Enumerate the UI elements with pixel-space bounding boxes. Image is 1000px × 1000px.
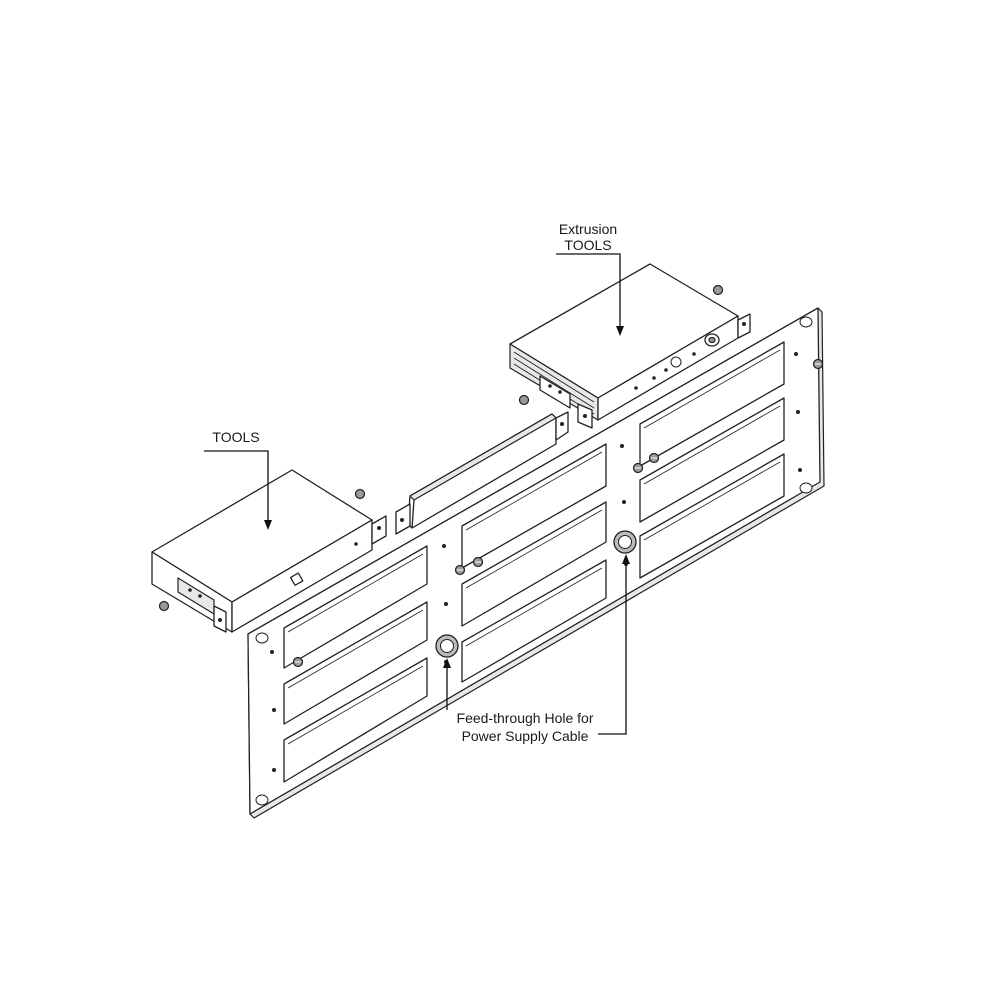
extrusion-tools-unit bbox=[509, 263, 751, 429]
rack-panel bbox=[247, 307, 825, 819]
panel-window bbox=[461, 443, 607, 569]
blank-bracket bbox=[395, 411, 569, 535]
panel-window bbox=[461, 559, 607, 683]
mounting-hole bbox=[255, 794, 269, 806]
panel-window bbox=[283, 657, 428, 783]
extrusion-tools-label: TOOLS bbox=[564, 237, 611, 253]
feedthrough-label-line2: Power Supply Cable bbox=[462, 728, 589, 744]
feedthrough-hole-right bbox=[613, 530, 637, 554]
panel-screw-holes bbox=[270, 352, 802, 772]
panel-window bbox=[283, 601, 428, 725]
left-tools-label: TOOLS bbox=[212, 429, 259, 445]
mounting-hole bbox=[799, 482, 813, 494]
mounting-hole bbox=[255, 632, 269, 644]
panel-screws bbox=[292, 358, 824, 668]
power-connector bbox=[704, 333, 720, 347]
mounting-hole bbox=[799, 316, 813, 328]
extrusion-label: Extrusion bbox=[559, 221, 617, 237]
panel-window bbox=[461, 501, 607, 627]
leader-lines bbox=[204, 253, 630, 735]
panel-window bbox=[639, 341, 785, 467]
feedthrough-label-line1: Feed-through Hole for bbox=[457, 710, 594, 726]
panel-window bbox=[639, 453, 785, 579]
panel-window bbox=[639, 397, 785, 523]
panel-window bbox=[283, 545, 428, 669]
feedthrough-hole-left bbox=[435, 634, 459, 658]
left-tools-unit bbox=[151, 469, 387, 633]
